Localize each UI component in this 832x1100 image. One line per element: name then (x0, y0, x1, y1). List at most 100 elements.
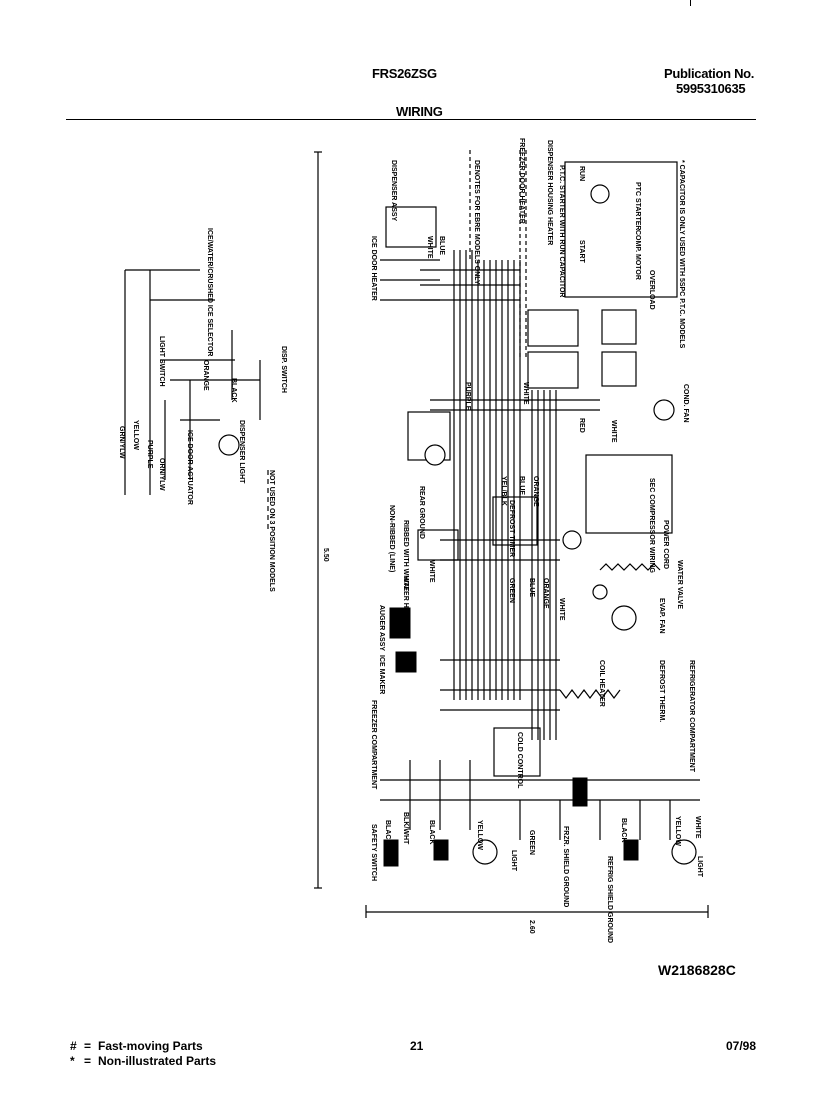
dispenser-light-symbol (218, 434, 240, 456)
label-cond-fan: COND. FAN (682, 384, 689, 423)
wire-label-6: RED (578, 418, 585, 433)
wire-label-5: WHITE (522, 382, 529, 405)
label-ice-water-selector: ICE/WATER/CRUSHED ICE SELECTOR (206, 228, 213, 356)
wire-label-16: BLACK (384, 820, 391, 845)
label-refrig-ground: REFRIG SHIELD GROUND (606, 856, 613, 943)
label-overload: OVERLOAD (648, 270, 655, 310)
corner-mark (690, 0, 691, 6)
freezer-light-symbol (472, 839, 498, 865)
evap-fan-symbol (611, 605, 637, 631)
label-auger-assy: AUGER ASSY (378, 605, 385, 651)
wire-label-21: BLACK (620, 818, 627, 843)
publication-date: 07/98 (726, 1039, 757, 1053)
label-freezer-ground: FRZR. SHIELD GROUND (562, 826, 569, 907)
wire-label-27: ORN/YLW (158, 458, 165, 491)
label-not-used: NOT USED ON 3 POSITION MODELS (268, 470, 275, 592)
relay-box (601, 351, 637, 387)
legend-non-illustrated: * = Non-illustrated Parts (70, 1054, 216, 1068)
wire-label-4: PURPLE (464, 382, 471, 411)
connector-block-3 (417, 529, 459, 561)
wire-label-0: YELLOW (132, 420, 139, 450)
wire-label-1: PURPLE (146, 440, 153, 469)
legend-equals: = (84, 1054, 92, 1068)
label-non-ribbed: NON-RIBBED (LINE) (388, 505, 395, 572)
ptc-starter-box (564, 161, 678, 298)
wire-label-25: BLUE (438, 236, 445, 255)
wire-label-7: WHITE (610, 420, 617, 443)
ice-maker-symbol (395, 651, 417, 673)
label-water-valve: WATER VALVE (676, 560, 683, 609)
wire-label-19: YELLOW (476, 820, 483, 850)
label-rear-ground: REAR GROUND (418, 486, 425, 539)
wire-label-18: BLACK (428, 820, 435, 845)
cold-control-box (493, 727, 541, 777)
label-freezer-door-heater: FREEZER DOOR HEATER (518, 138, 525, 224)
publication-number: 5995310635 (676, 81, 746, 96)
label-dispenser-light: DISPENSER LIGHT (238, 420, 245, 484)
cond-fan-symbol (653, 399, 675, 421)
label-ptc-starter-small: PTC STARTER (634, 182, 641, 230)
label-denotes: DENOTES FOR EBRE MODELS ONLY (473, 160, 480, 285)
wire-label-2: ORANGE (202, 360, 209, 391)
publication-label: Publication No. (664, 66, 755, 81)
dispenser-assy-box (385, 206, 437, 248)
model-number: FRS26ZSG (372, 66, 437, 81)
header-rule (66, 119, 756, 120)
defrost-timer-box (492, 496, 538, 546)
auger-assy-symbol (389, 607, 411, 639)
refrigerator-light-symbol (671, 839, 697, 865)
label-water-heater: WATER HEATER (402, 576, 409, 631)
label-start: START (578, 240, 585, 264)
label-ice-door-actuator: ICE DOOR ACTUATOR (186, 430, 193, 505)
legend-fast-moving: #=Fast-moving Parts (70, 1039, 203, 1053)
label-ptc-starter: P.T.C. STARTER WITH RUN CAPACITOR (558, 165, 565, 297)
label-disp-switch: DISP. SWITCH (280, 346, 287, 393)
water-valve-symbol (592, 584, 608, 600)
label-safety-switch: SAFETY SWITCH (370, 824, 377, 881)
label-power-cord: POWER CORD (662, 520, 669, 569)
sec-compressor-box (585, 454, 673, 534)
wire-label-8: YEL/BLK (500, 476, 507, 506)
legend-symbol: * (70, 1054, 75, 1068)
wire-label-3: BLACK (230, 378, 237, 403)
light-switch-symbol (433, 839, 449, 861)
drawing-id: W2186828C (658, 962, 736, 978)
auger-motor-symbol (424, 444, 446, 466)
terminal-block-symbol (572, 777, 588, 807)
wire-label-26: GRN/YLW (118, 426, 125, 459)
label-evap-fan: EVAP. FAN (658, 598, 665, 634)
label-light-switch-left: LIGHT SWITCH (158, 336, 165, 387)
label-light-freezer: LIGHT (510, 850, 517, 872)
label-defrost-timer: DEFROST TIMER (508, 500, 515, 557)
label-cold-control: COLD CONTROL (516, 732, 523, 789)
ptc-symbol (562, 530, 582, 550)
wire-label-13: ORANGE (542, 578, 549, 609)
wire-label-23: WHITE (694, 816, 701, 839)
wire-label-22: YELLOW (674, 816, 681, 846)
label-ice-door-heater: ICE DOOR HEATER (370, 236, 377, 301)
legend-text: Non-illustrated Parts (98, 1054, 217, 1068)
label-light-refrig: LIGHT (696, 856, 703, 878)
label-coil-heater: COIL HEATER (598, 660, 605, 707)
overload-box (601, 309, 637, 345)
legend-symbol: # (70, 1039, 77, 1053)
label-sec-compressor: SEC COMPRESSOR WIRING (648, 478, 655, 573)
label-dim-vertical: 5.50 (322, 548, 329, 562)
label-freezer-compartment: FREEZER COMPARTMENT (370, 700, 377, 790)
label-run: RUN (578, 166, 585, 181)
label-ribbed: RIBBED WITH WHITE (402, 520, 409, 591)
wire-label-14: WHITE (558, 598, 565, 621)
connector-block-1 (527, 309, 579, 347)
label-comp-motor: COMP. MOTOR (634, 230, 641, 280)
section-title: WIRING (396, 104, 443, 119)
wire-label-24: WHITE (426, 236, 433, 259)
wire-label-17: BLK/WHT (402, 812, 409, 845)
label-refrigerator-compartment: REFRIGERATOR COMPARTMENT (688, 660, 695, 773)
wire-label-11: GREEN (508, 578, 515, 603)
legend-text: Fast-moving Parts (98, 1039, 203, 1053)
label-defrost-therm: DEFROST THERM. (658, 660, 665, 722)
safety-switch-symbol (383, 839, 399, 867)
label-capacitor-note: * CAPACITOR IS ONLY USED WITH 5SPC P.T.C… (678, 160, 685, 349)
wire-label-12: BLUE (528, 578, 535, 597)
